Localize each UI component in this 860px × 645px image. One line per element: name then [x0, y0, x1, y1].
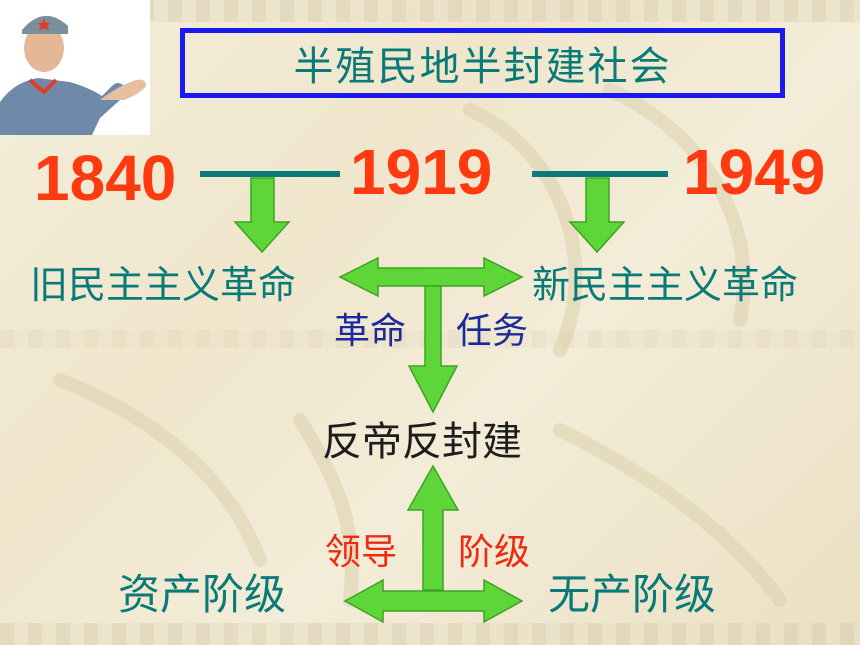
new-democratic-revolution: 新民主主义革命 — [532, 263, 799, 307]
down-arrow-new-revolution — [568, 177, 626, 254]
leadership-label-right: 阶级 — [458, 532, 531, 573]
year-1949: 1949 — [683, 136, 826, 208]
down-arrow-task — [407, 285, 459, 414]
down-arrow-old-revolution — [233, 177, 291, 254]
revolution-task: 反帝反封建 — [322, 419, 522, 465]
slide-title: 半殖民地半封建社会 — [293, 44, 672, 90]
bourgeoisie-class: 资产阶级 — [118, 570, 287, 619]
task-label-left: 革命 — [334, 311, 407, 352]
double-arrow-classes — [343, 578, 524, 624]
task-label-right: 任务 — [456, 311, 529, 352]
title-box: 半殖民地半封建社会 — [180, 28, 785, 98]
decorative-band-top — [0, 0, 860, 22]
old-democratic-revolution: 旧民主主义革命 — [30, 263, 297, 307]
year-1840: 1840 — [34, 142, 177, 214]
up-arrow-leadership — [406, 464, 460, 591]
leadership-label-left: 领导 — [325, 532, 398, 573]
year-1919: 1919 — [350, 136, 493, 208]
double-arrow-revolutions — [338, 256, 524, 298]
decorative-band-bottom — [0, 623, 860, 645]
proletariat-class: 无产阶级 — [548, 570, 717, 619]
teacher-photo — [0, 0, 150, 135]
